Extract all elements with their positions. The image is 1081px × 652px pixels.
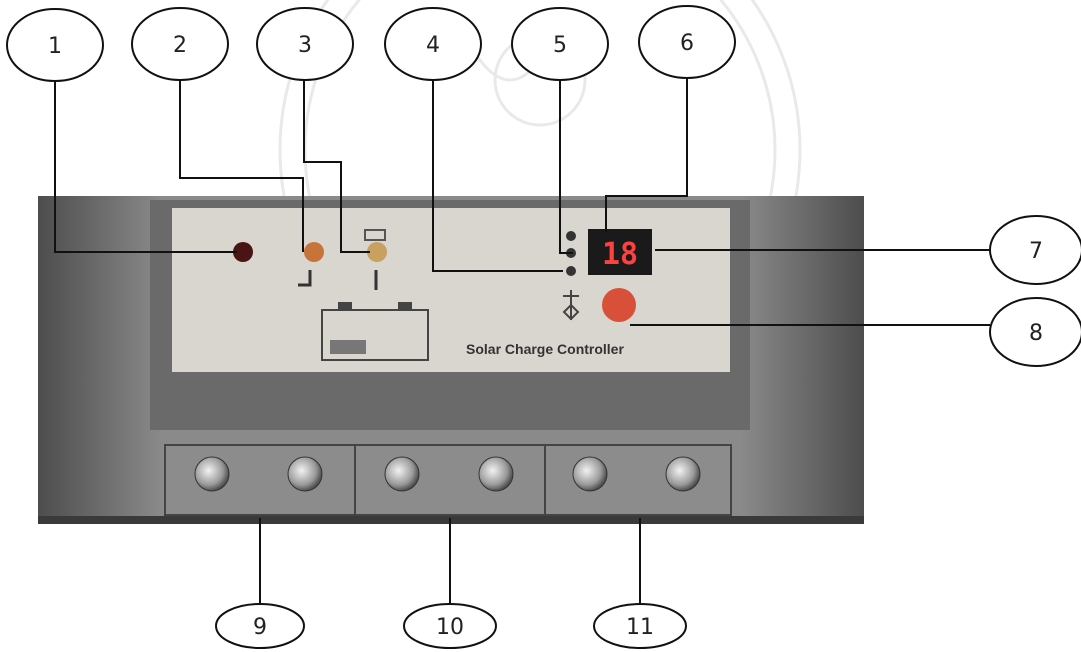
- terminal-screw: [666, 457, 700, 491]
- callout-2: 2: [132, 8, 228, 80]
- callout-8: 8: [990, 298, 1081, 366]
- terminal-block-battery: [355, 445, 545, 515]
- svg-text:10: 10: [436, 615, 464, 640]
- callout-7: 7: [990, 216, 1081, 284]
- svg-text:8: 8: [1029, 321, 1043, 346]
- terminal-screw: [573, 457, 607, 491]
- svg-text:11: 11: [626, 615, 654, 640]
- callout-9: 9: [216, 604, 304, 648]
- svg-text:7: 7: [1029, 239, 1043, 264]
- terminal-screw: [385, 457, 419, 491]
- callout-5: 5: [512, 8, 608, 80]
- display-digits: 18: [602, 237, 638, 272]
- panel-brand-text: Solar Charge Controller: [466, 341, 624, 357]
- terminal-block-pv: [165, 445, 355, 515]
- svg-text:2: 2: [173, 33, 187, 58]
- svg-text:5: 5: [553, 33, 567, 58]
- callout-11: 11: [594, 604, 686, 648]
- led-indicator-4: [566, 266, 576, 276]
- svg-text:3: 3: [298, 33, 312, 58]
- callout-4: 4: [385, 8, 481, 80]
- svg-text:9: 9: [253, 615, 267, 640]
- charge-controller-device: 18 Solar Charge Controller: [38, 196, 864, 524]
- callout-10: 10: [404, 604, 496, 648]
- terminal-screw: [479, 457, 513, 491]
- terminal-screw: [288, 457, 322, 491]
- setting-button[interactable]: [602, 288, 636, 322]
- callout-6: 6: [639, 6, 735, 78]
- svg-text:1: 1: [48, 34, 62, 59]
- led-indicator-5a: [566, 231, 576, 241]
- svg-text:6: 6: [680, 31, 694, 56]
- terminal-screw: [195, 457, 229, 491]
- terminal-block-load: [545, 445, 731, 515]
- svg-text:4: 4: [426, 33, 440, 58]
- callout-1: 1: [7, 9, 103, 81]
- callout-3: 3: [257, 8, 353, 80]
- led-indicator-2: [304, 242, 324, 262]
